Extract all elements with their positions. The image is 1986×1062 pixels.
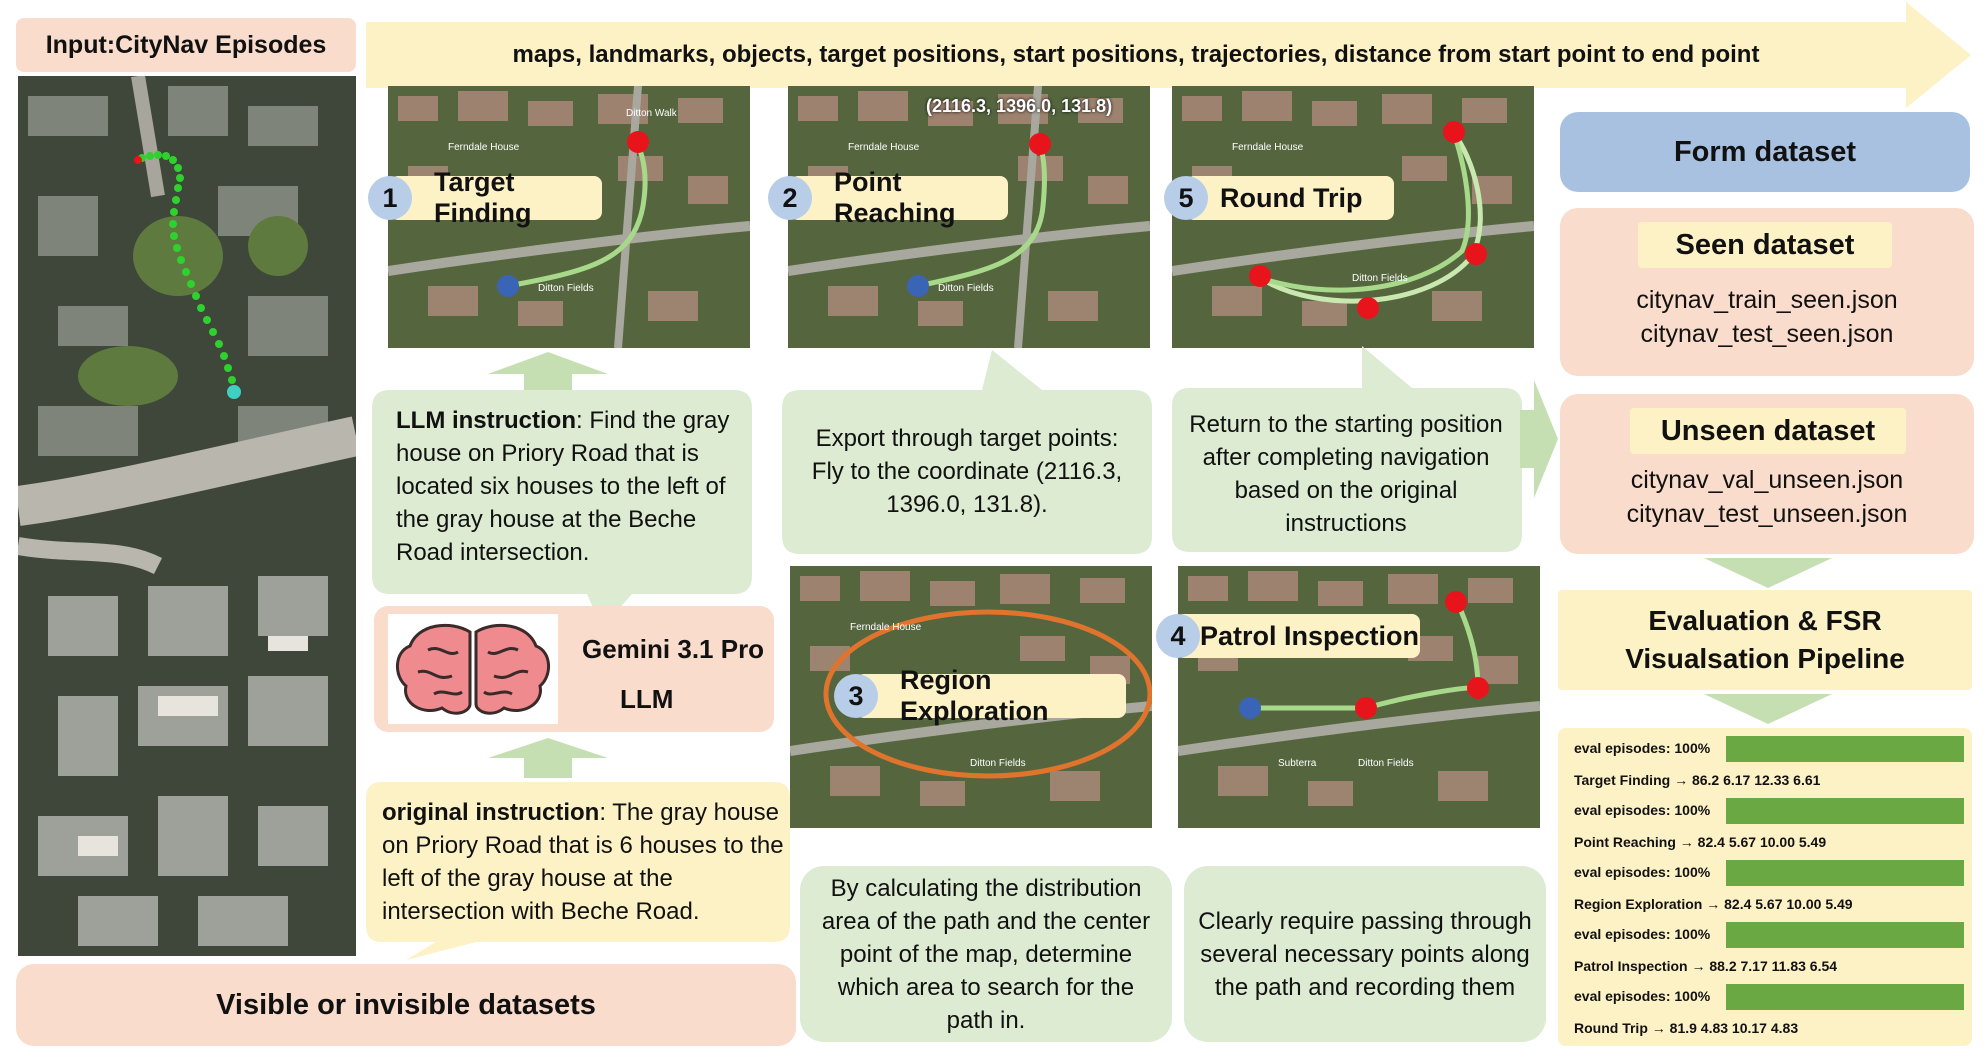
top-banner-arrow (366, 0, 1976, 110)
task-tag-point-reaching: 2 Point Reaching (768, 167, 1008, 228)
evaluation-results-panel: eval episodes: 100% Target Finding → 86.… (1558, 728, 1972, 1046)
evaluation-pipeline-box: Evaluation & FSR Visualsation Pipeline (1558, 590, 1972, 690)
svg-text:Ferndale House: Ferndale House (448, 142, 520, 153)
coordinate-overlay: (2116.3, 1396.0, 131.8) (926, 96, 1113, 116)
svg-text:Ditton Fields: Ditton Fields (938, 283, 994, 294)
task-number-2: 2 (768, 176, 812, 220)
evaluation-line-1: Evaluation & FSR (1648, 605, 1882, 636)
unseen-dataset-title: Unseen dataset (1630, 408, 1906, 454)
unseen-dataset-box: Unseen dataset citynav_val_unseen.json c… (1560, 394, 1974, 554)
llm-instruction-body: : Find the gray house on Priory Road tha… (396, 407, 730, 566)
svg-text:Subterra: Subterra (1278, 758, 1317, 769)
brain-icon (388, 614, 558, 724)
task-tag-target-finding: 1 Target Finding (368, 167, 602, 228)
exploration-region-ellipse (823, 609, 1152, 779)
gemini-model-name: Gemini 3.1 Pro (582, 634, 765, 664)
evaluation-line-2: Visualsation Pipeline (1625, 643, 1905, 674)
svg-text:Ditton Fields: Ditton Fields (970, 758, 1026, 769)
task-label: Region Exploration (900, 665, 1049, 726)
up-arrow-to-gemini (488, 738, 608, 778)
task-tag-patrol-inspection: 4 Patrol Inspection (1156, 614, 1420, 658)
task-tag-round-trip: 5 Round Trip (1164, 176, 1394, 220)
citynav-aerial-map (18, 76, 356, 956)
eval-episodes-label: eval episodes: 100% (1574, 802, 1711, 818)
eval-episodes-label: eval episodes: 100% (1574, 740, 1711, 756)
return-bubble-shape (1172, 346, 1522, 552)
svg-text:Ditton Walk: Ditton Walk (626, 108, 678, 119)
top-banner-text: maps, landmarks, objects, target positio… (512, 41, 1760, 68)
svg-text:Ferndale House: Ferndale House (850, 622, 922, 633)
region-exploration-text: By calculating the distribution area of … (800, 866, 1172, 1042)
map-panel-patrol-inspection: Subterra Ditton Fields (1178, 566, 1540, 828)
eval-result-point-reaching: Point Reaching → 82.4 5.67 10.00 5.49 (1574, 834, 1827, 850)
svg-text:Ditton Fields: Ditton Fields (1358, 758, 1414, 769)
right-arrow-to-datasets (1520, 380, 1558, 498)
eval-episodes-label: eval episodes: 100% (1574, 864, 1711, 880)
task-label: Point Reaching (834, 167, 956, 228)
llm-instruction-heading: LLM instruction (396, 407, 576, 434)
eval-result-patrol-inspection: Patrol Inspection → 88.2 7.17 11.83 6.54 (1574, 958, 1838, 974)
eval-progress-bar (1726, 798, 1964, 824)
svg-text:Ditton Fields: Ditton Fields (1352, 273, 1408, 284)
task-tag-region-exploration: 3 Region Exploration (834, 665, 1126, 726)
original-instruction-text: original instruction: The gray house on … (382, 796, 786, 928)
original-instruction-bubble-shape (366, 782, 790, 962)
eval-progress-bar (1726, 860, 1964, 886)
seen-dataset-box: Seen dataset citynav_train_seen.json cit… (1560, 208, 1974, 376)
task-label: Target Finding (434, 167, 532, 228)
gemini-model-type: LLM (620, 684, 674, 714)
up-arrow-to-target-finding (488, 352, 608, 396)
original-instruction-body: : The gray house on Priory Road that is … (382, 799, 784, 925)
seen-file-1: citynav_train_seen.json (1636, 286, 1898, 314)
form-dataset-header: Form dataset (1560, 112, 1970, 192)
task-label: Patrol Inspection (1200, 620, 1420, 651)
task-number-4: 4 (1156, 614, 1200, 658)
unseen-file-1: citynav_val_unseen.json (1630, 466, 1904, 494)
original-instruction-heading: original instruction (382, 799, 600, 826)
seen-file-2: citynav_test_seen.json (1640, 320, 1894, 348)
eval-result-region-exploration: Region Exploration → 82.4 5.67 10.00 5.4… (1574, 896, 1853, 912)
gemini-llm-box: Gemini 3.1 Pro LLM (374, 606, 774, 732)
eval-progress-bar (1726, 984, 1964, 1010)
input-label: Input:CityNav Episodes (16, 18, 356, 72)
svg-text:Ferndale House: Ferndale House (1232, 142, 1304, 153)
task-number-1: 1 (368, 176, 412, 220)
down-arrow-to-results (1704, 694, 1832, 724)
llm-instruction-bubble-shape (372, 390, 752, 630)
eval-result-target-finding: Target Finding → 86.2 6.17 12.33 6.61 (1574, 772, 1821, 788)
eval-progress-bar (1726, 922, 1964, 948)
return-text: Return to the starting position after co… (1189, 411, 1503, 537)
eval-episodes-label: eval episodes: 100% (1574, 988, 1711, 1004)
svg-text:Ferndale House: Ferndale House (848, 142, 920, 153)
task-number-5: 5 (1164, 176, 1208, 220)
visible-invisible-datasets-label: Visible or invisible datasets (16, 964, 796, 1046)
export-text: Export through target points: Fly to the… (811, 424, 1123, 518)
down-arrow-to-evaluation (1704, 558, 1832, 588)
seen-dataset-title: Seen dataset (1638, 222, 1892, 268)
unseen-file-2: citynav_test_unseen.json (1626, 500, 1908, 528)
eval-episodes-label: eval episodes: 100% (1574, 926, 1711, 942)
task-label: Round Trip (1220, 182, 1363, 213)
export-bubble-shape (782, 350, 1152, 554)
llm-instruction-text: LLM instruction: Find the gray house on … (396, 404, 736, 569)
patrol-inspection-text: Clearly require passing through several … (1184, 866, 1546, 1042)
eval-progress-bar (1726, 736, 1964, 762)
svg-text:Ditton Fields: Ditton Fields (538, 283, 594, 294)
task-number-3: 3 (834, 674, 878, 718)
eval-result-round-trip: Round Trip → 81.9 4.83 10.17 4.83 (1574, 1020, 1799, 1036)
